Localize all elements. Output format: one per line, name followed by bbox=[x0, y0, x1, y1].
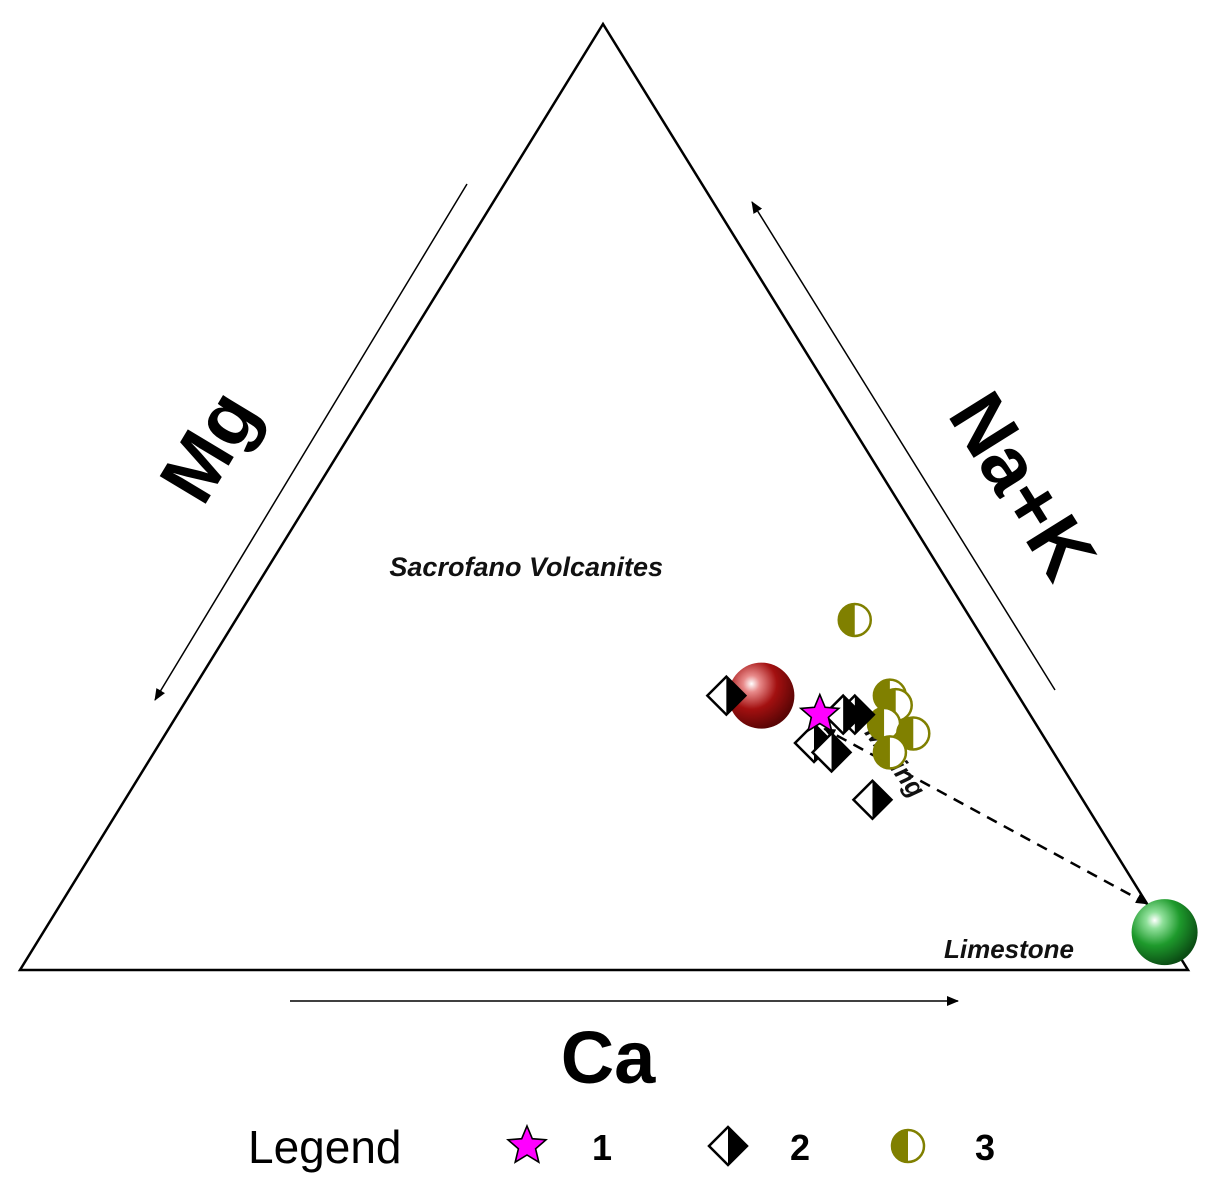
ca-axis-label: Ca bbox=[561, 1016, 656, 1099]
legend-symbol-2 bbox=[707, 1125, 749, 1167]
series-3-point-5 bbox=[896, 716, 931, 751]
legend-label-3: 3 bbox=[975, 1127, 995, 1168]
limestone-label: Limestone bbox=[944, 934, 1074, 964]
mg-axis-arrow bbox=[154, 183, 468, 701]
sacrofano-label: Sacrofano Volcanites bbox=[389, 552, 663, 582]
nak-axis-label: Na+K bbox=[932, 377, 1113, 595]
series-1-point-1 bbox=[798, 692, 841, 733]
mg-axis-label: Mg bbox=[142, 375, 275, 517]
ternary-frame bbox=[17, 21, 1191, 972]
mixing-line-head bbox=[824, 728, 1148, 905]
legend: Legend 1 2 3 bbox=[248, 1121, 995, 1173]
limestone-end-member bbox=[1131, 899, 1198, 966]
legend-symbol-3 bbox=[890, 1128, 926, 1164]
legend-label-1: 1 bbox=[592, 1127, 612, 1168]
series-2-point-6 bbox=[851, 778, 894, 821]
legend-symbol-1 bbox=[506, 1123, 548, 1164]
legend-label-2: 2 bbox=[790, 1127, 810, 1168]
series-3-point-1 bbox=[837, 602, 872, 638]
series-3-point-6 bbox=[872, 735, 908, 770]
nak-axis-arrow bbox=[751, 201, 1056, 691]
sacrofano-end-member bbox=[728, 662, 795, 729]
series-2-point-5 bbox=[810, 731, 853, 774]
series-2-point-1 bbox=[705, 674, 748, 717]
legend-title: Legend bbox=[248, 1121, 402, 1173]
